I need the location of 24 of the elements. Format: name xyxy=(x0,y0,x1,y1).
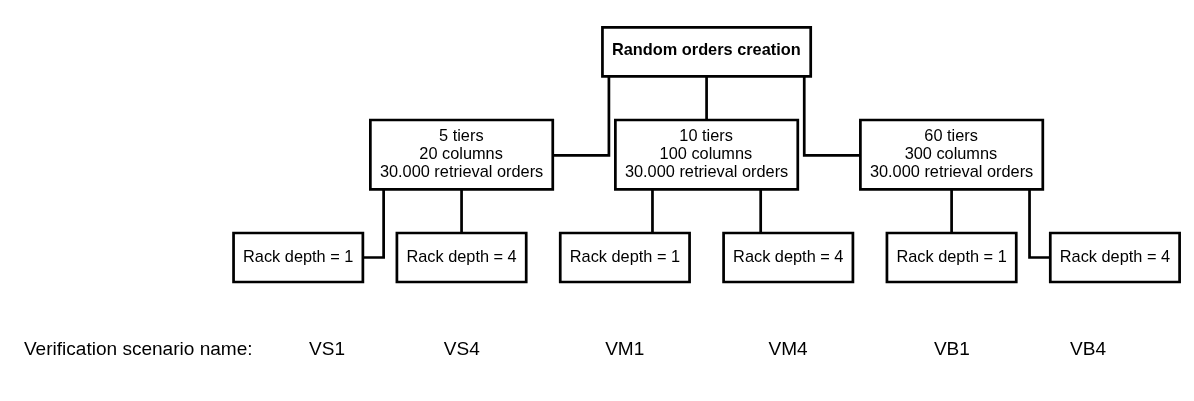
node-box: 10 tiers 100 columns 30.000 retrieval orders xyxy=(614,118,800,191)
connector xyxy=(802,75,861,157)
node-box: Rack depth = 4 xyxy=(722,231,855,283)
connector xyxy=(950,189,953,233)
node-box: Random orders creation xyxy=(601,25,813,78)
label: Verification scenario name: xyxy=(23,337,253,359)
node-box: Rack depth = 1 xyxy=(558,231,691,283)
node-label: VM4 xyxy=(768,337,808,359)
node-label: VB4 xyxy=(1070,337,1107,359)
connector xyxy=(759,189,763,233)
connector xyxy=(460,189,463,233)
node-label: VS4 xyxy=(443,337,480,359)
node-label: VM1 xyxy=(605,337,645,359)
node-box: 60 tiers 300 columns 30.000 retrieval orders xyxy=(859,118,1045,191)
node-box: Rack depth = 4 xyxy=(1048,231,1181,283)
node-box: Rack depth = 1 xyxy=(232,231,365,283)
connector xyxy=(552,75,611,157)
node-label: VB1 xyxy=(933,337,970,359)
node-box: Rack depth = 1 xyxy=(885,231,1018,283)
node-box: Rack depth = 4 xyxy=(395,231,528,283)
connector xyxy=(705,76,708,120)
node-box: 5 tiers 20 columns 30.000 retrieval orders xyxy=(369,118,555,191)
connector xyxy=(651,189,654,233)
node-label: VS1 xyxy=(309,337,346,359)
